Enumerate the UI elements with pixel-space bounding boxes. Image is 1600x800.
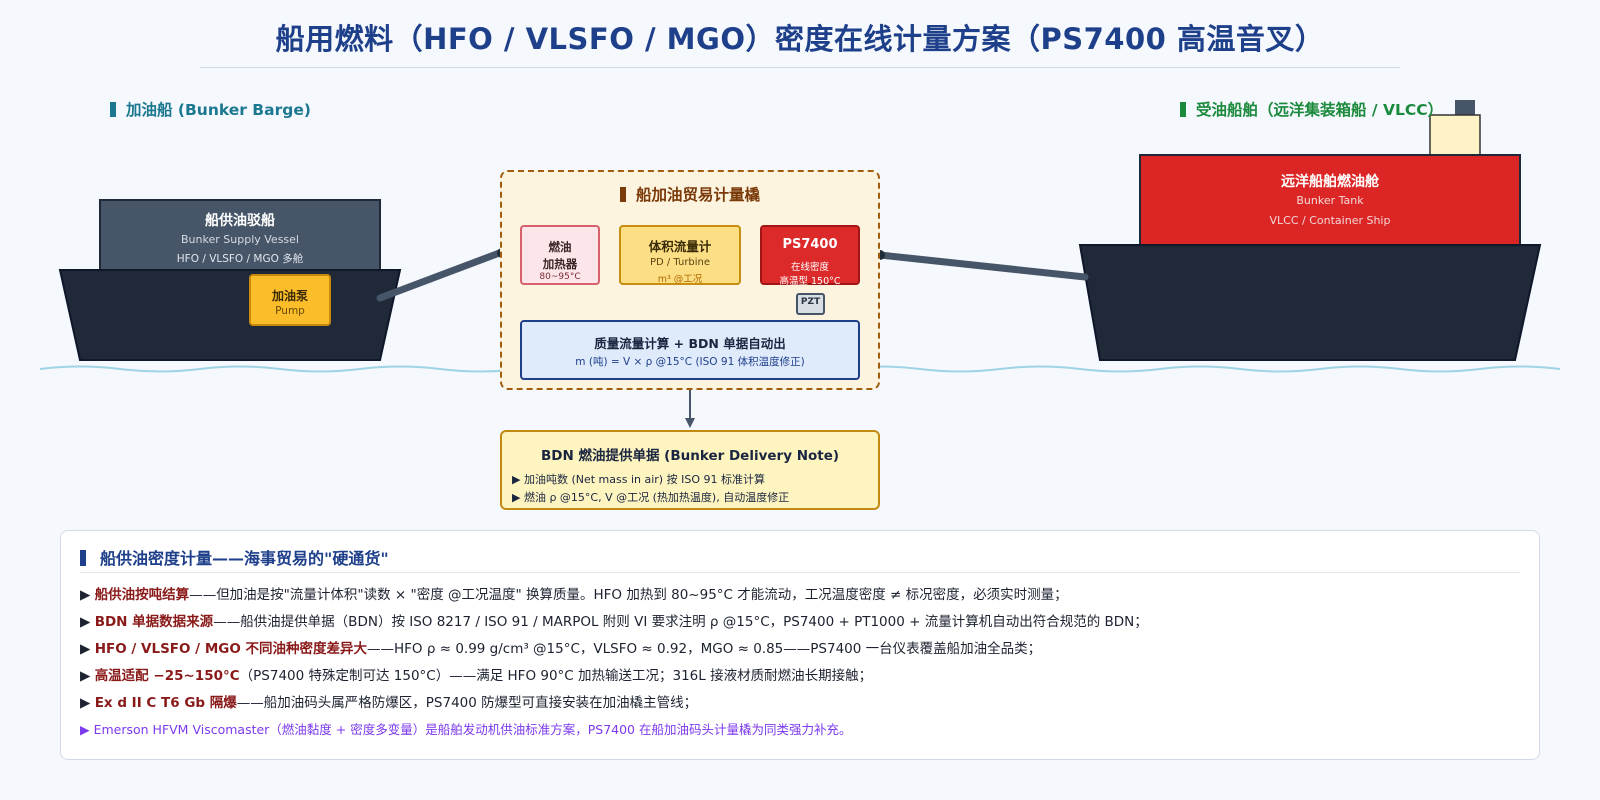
pump-subtitle: Pump xyxy=(275,305,305,317)
ps7400-node xyxy=(760,225,860,285)
bullet-key: 高温适配 −25~150°C xyxy=(94,668,240,684)
panel-divider xyxy=(80,572,1520,573)
skid-title-text: 船加油贸易计量橇 xyxy=(635,186,760,204)
ship-tank-title: 远洋船舶燃油舱 xyxy=(1281,174,1379,190)
mass-calc-formula: m (吨) = V × ρ @15°C (ISO 91 体积温度修正) xyxy=(575,356,805,368)
panel-title-text: 船供油密度计量——海事贸易的"硬通货" xyxy=(100,549,389,568)
bullet-text: ——船供油提供单据（BDN）按 ISO 8217 / ISO 91 / MARP… xyxy=(213,614,1148,630)
ship-funnel-cap xyxy=(1455,100,1475,116)
flowmeter-type: PD / Turbine xyxy=(649,257,711,268)
flowmeter-title: 体积流量计 xyxy=(648,239,712,254)
ship-tank-detail: VLCC / Container Ship xyxy=(1269,214,1391,227)
barge-subtitle: Bunker Supply Vessel xyxy=(181,233,299,246)
pzt-sensor xyxy=(796,293,825,315)
barge-label-marker xyxy=(110,102,116,117)
pzt-label: PZT xyxy=(800,297,821,307)
hose-skid-to-ship xyxy=(876,251,1089,281)
bullet-item: ▶ 高温适配 −25~150°C（PS7400 特殊定制可达 150°C）——满… xyxy=(80,668,873,684)
bullet-text: ——船加油码头属严格防爆区，PS7400 防爆型可直接安装在加油橇主管线； xyxy=(236,695,698,711)
ship-label-text: 受油船舶（远洋集装箱船 / VLCC） xyxy=(1196,101,1444,119)
bullet-item: ▶ HFO / VLSFO / MGO 不同油种密度差异大——HFO ρ ≈ 0… xyxy=(80,641,1042,657)
bdn-box xyxy=(500,430,880,510)
bullet-item: ▶ BDN 单据数据来源——船供油提供单据（BDN）按 ISO 8217 / I… xyxy=(80,614,1148,630)
panel-title: 船供油密度计量——海事贸易的"硬通货" xyxy=(80,545,389,569)
ship-hull-shape xyxy=(1078,244,1542,361)
bdn-line-1: ▶ 加油吨数 (Net mass in air) 按 ISO 91 标准计算 xyxy=(512,473,765,486)
bdn-title: BDN 燃油提供单据 (Bunker Delivery Note) xyxy=(540,448,840,464)
barge-section-label: 加油船 (Bunker Barge) xyxy=(110,98,311,120)
heater-node xyxy=(520,225,600,285)
ps7400-title: PS7400 xyxy=(782,237,838,252)
ps7400-function: 在线密度 xyxy=(790,262,829,273)
ship-label-marker xyxy=(1180,102,1186,117)
bullet-key: HFO / VLSFO / MGO 不同油种密度差异大 xyxy=(94,641,368,657)
barge-label-text: 加油船 (Bunker Barge) xyxy=(126,101,311,119)
bullet-key: 船供油按吨结算 xyxy=(94,587,190,603)
heater-label-1: 燃油 xyxy=(548,240,572,254)
ps7400-spec: 高温型 150°C xyxy=(779,276,841,287)
flowmeter-node xyxy=(619,225,741,285)
ship-tank-subtitle: Bunker Tank xyxy=(1296,194,1364,207)
explanation-panel xyxy=(60,530,1540,760)
barge-hull-shape xyxy=(58,269,402,361)
skid-title-marker xyxy=(619,187,626,202)
flowmeter-unit: m³ @工况 xyxy=(657,274,703,285)
ship-funnel xyxy=(1429,114,1481,157)
panel-title-marker xyxy=(80,550,86,566)
bdn-line-2: ▶ 燃油 ρ @15°C, V @工况 (热加热温度), 自动温度修正 xyxy=(512,491,790,504)
barge-detail: HFO / VLSFO / MGO 多舱 xyxy=(176,253,304,265)
bullet-item: ▶ 船供油按吨结算——但加油是按"流量计体积"读数 × "密度 @工况温度" 换… xyxy=(80,587,1068,603)
mass-calc-title: 质量流量计算 + BDN 单据自动出 xyxy=(594,336,786,351)
barge-title: 船供油驳船 xyxy=(205,213,275,229)
title-divider xyxy=(200,67,1400,68)
mass-calc-node xyxy=(520,320,860,380)
pump-node xyxy=(249,274,331,326)
bullet-key: BDN 单据数据来源 xyxy=(94,614,214,630)
bullet-text: ——但加油是按"流量计体积"读数 × "密度 @工况温度" 换算质量。HFO 加… xyxy=(189,587,1068,603)
bullet-text: （PS7400 特殊定制可达 150°C）——满足 HFO 90°C 加热输送工… xyxy=(239,668,873,684)
bullet-item: ▶ Ex d II C T6 Gb 隔爆——船加油码头属严格防爆区，PS7400… xyxy=(80,695,698,711)
ship-tank-shape xyxy=(1139,154,1521,248)
heater-label-2: 加热器 xyxy=(542,257,578,271)
panel-note: ▶ Emerson HFVM Viscomaster（燃油黏度 + 密度多变量）… xyxy=(80,722,852,737)
ship-section-label: 受油船舶（远洋集装箱船 / VLCC） xyxy=(1180,98,1443,120)
page-title: 船用燃料（HFO / VLSFO / MGO）密度在线计量方案（PS7400 高… xyxy=(275,22,1325,56)
pump-title: 加油泵 xyxy=(271,289,308,303)
bullet-key: Ex d II C T6 Gb 隔爆 xyxy=(94,695,237,711)
heater-temperature: 80~95°C xyxy=(539,272,581,282)
bullet-text: ——HFO ρ ≈ 0.99 g/cm³ @15°C，VLSFO ≈ 0.92，… xyxy=(367,641,1042,657)
metering-skid-title: 船加油贸易计量橇 xyxy=(500,183,880,205)
hose-barge-to-skid xyxy=(376,248,506,302)
